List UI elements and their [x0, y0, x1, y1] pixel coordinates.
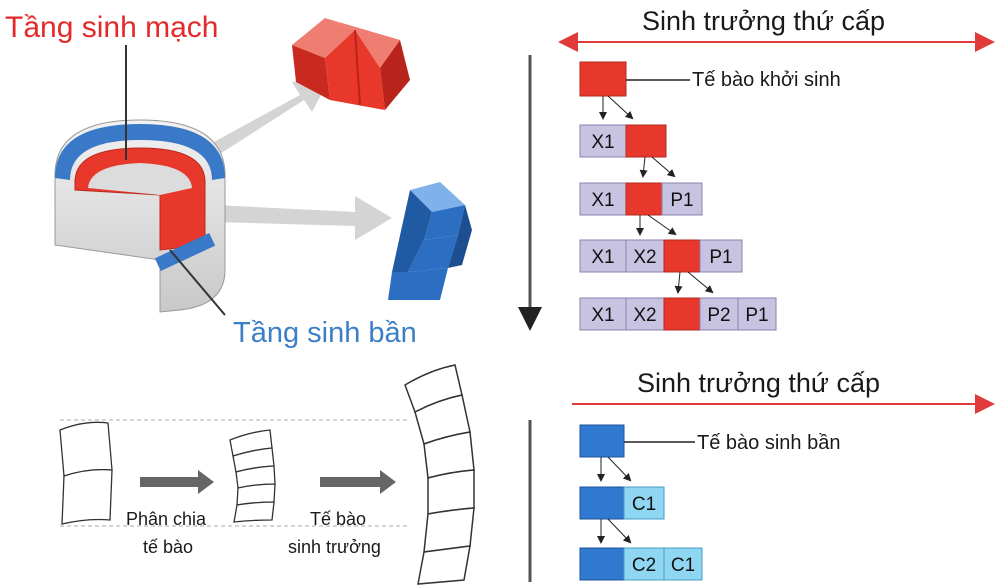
cell-x1-row1: X1 [591, 132, 614, 153]
cell-c1-row2: C1 [671, 555, 695, 576]
initial-cell [579, 61, 627, 97]
stem-core [88, 163, 192, 195]
arrow-to-red-block [190, 78, 330, 168]
fan-large [404, 364, 475, 585]
cork-leader [169, 249, 226, 316]
cell-growth-sequence: Phân chia tế bào Tế bào sinh trưởng [59, 364, 475, 585]
cork-initial-cell [579, 424, 625, 458]
cell-p1-row3: P1 [709, 247, 732, 268]
stem-cross-section [54, 45, 392, 316]
growth-label-1: Tế bào [310, 509, 366, 529]
stem-blue-ring [55, 124, 225, 180]
cambium-label: Tầng sinh mạch [5, 11, 218, 44]
blue-block [388, 182, 472, 300]
fan-divided [229, 429, 276, 523]
cell-x1-row2: X1 [591, 190, 614, 211]
cell-x2-row4: X2 [633, 305, 656, 326]
initial-cell-label: Tế bào khởi sinh [692, 69, 841, 91]
division-label-2: tế bào [143, 537, 193, 557]
cell-x1-row3: X1 [591, 247, 614, 268]
cell-x1-row4: X1 [591, 305, 614, 326]
fan-small [59, 421, 113, 525]
arrow-to-blue-block [215, 196, 392, 240]
cell-c1-row1: C1 [632, 494, 656, 515]
stem-blue-edge [154, 232, 216, 272]
arrow-growth [320, 470, 396, 494]
cell-x2-row3: X2 [633, 247, 656, 268]
division-label-1: Phân chia [126, 509, 207, 529]
cork-cambium-label: Tầng sinh bần [233, 317, 417, 349]
cambium-division-cells: Tế bào khởi sinh X1 X1 P1 X1 X2 P1 X1 X2 [579, 61, 841, 331]
cork-cell-label: Tế bào sinh bần [697, 432, 840, 454]
cell-p1-row4: P1 [745, 305, 768, 326]
arrow-division [140, 470, 214, 494]
growth-label-2: sinh trưởng [288, 537, 381, 557]
secondary-growth-title-bottom: Sinh trưởng thứ cấp [637, 368, 880, 398]
cork-division-cells: Tế bào sinh bần C1 C2 C1 [579, 424, 840, 581]
cell-p1-row2: P1 [670, 190, 693, 211]
cell-p2-row4: P2 [707, 305, 730, 326]
red-block [292, 18, 410, 110]
secondary-growth-title-top: Sinh trưởng thứ cấp [642, 6, 885, 36]
cell-c2-row2: C2 [632, 555, 656, 576]
